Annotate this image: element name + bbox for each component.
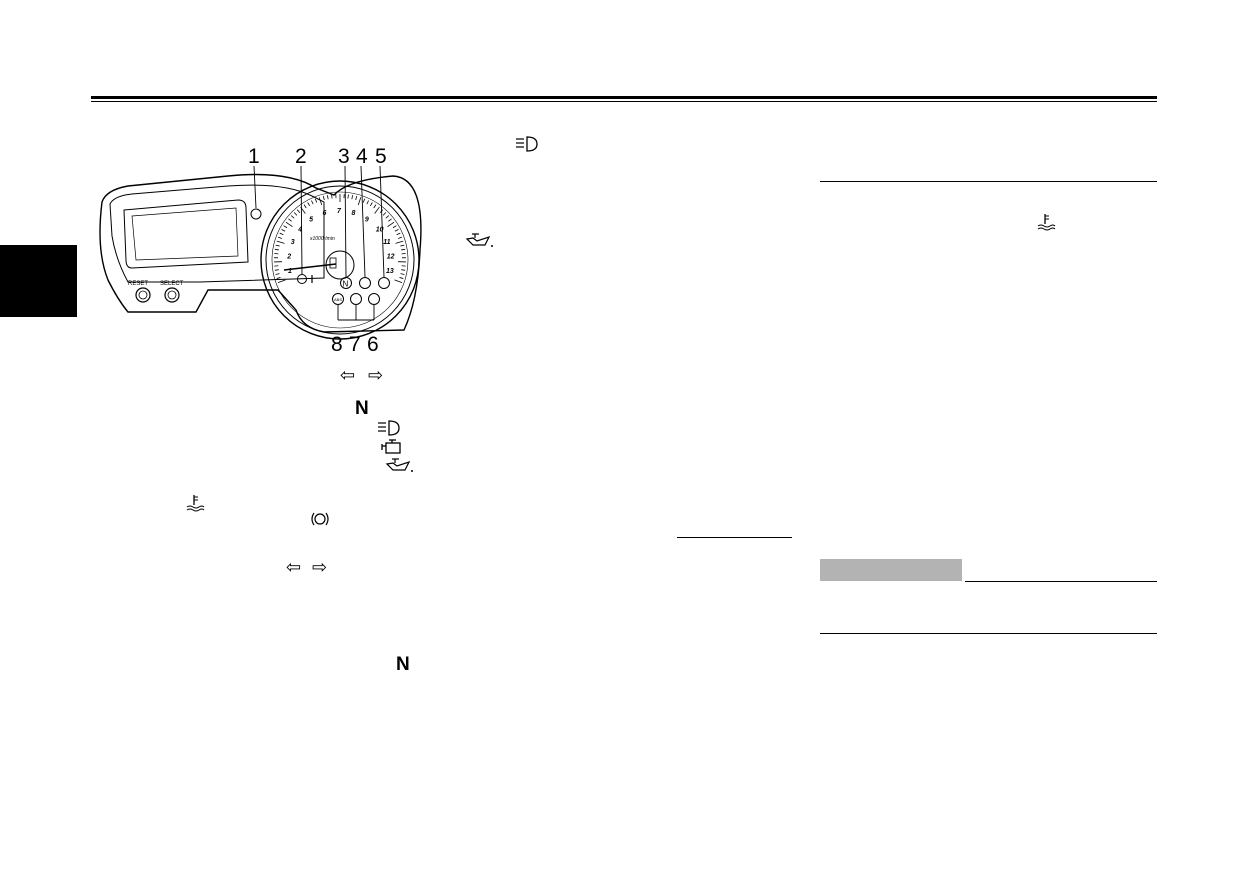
reset-button (135, 287, 151, 303)
callout-7: 7 (349, 333, 361, 356)
oil-pressure-icon-2 (465, 233, 493, 247)
tach-number: 8 (352, 210, 356, 217)
tach-number: 10 (376, 226, 384, 233)
callout-4: 4 (356, 145, 368, 168)
coolant-temp-icon-2 (1037, 214, 1056, 231)
high-beam-icon-2 (516, 136, 538, 152)
engine-lamp-icon (378, 277, 390, 289)
lamp-2-icon (297, 274, 307, 284)
callout-8: 8 (331, 333, 343, 356)
svg-text:ABS: ABS (334, 297, 342, 302)
button-area: RESET SELECT (128, 281, 184, 303)
right-rule-2 (965, 581, 1157, 582)
tach-number: 7 (337, 208, 342, 215)
callout-5: 5 (375, 145, 387, 168)
select-label: SELECT (160, 281, 184, 287)
oil-lamp-icon (368, 293, 380, 305)
brake-warning-icon (311, 512, 329, 526)
chapter-tab (0, 245, 77, 317)
tach-number: 11 (383, 239, 390, 246)
coolant-lamp-icon (350, 293, 362, 305)
turn-left-icon-2: ⇦ (286, 557, 302, 577)
callout-6: 6 (367, 333, 379, 356)
callout-3: 3 (338, 145, 350, 168)
neutral-icon: N (355, 398, 369, 419)
tach-number: 12 (387, 253, 395, 260)
select-button (164, 287, 180, 303)
oil-pressure-icon (385, 458, 413, 472)
header-rule-thin (91, 101, 1157, 102)
tach-number: 6 (322, 210, 326, 217)
high-beam-icon (378, 420, 400, 436)
middle-rule (677, 537, 792, 538)
reset-label: RESET (128, 281, 148, 287)
neutral-lamp-icon (340, 277, 352, 289)
callout-2: 2 (295, 145, 307, 168)
callout-1: 1 (248, 145, 260, 168)
right-rule-1 (820, 181, 1157, 182)
engine-check-icon (381, 439, 401, 454)
tach-number: 1 (288, 268, 292, 275)
tach-number: 3 (291, 239, 295, 246)
svg-text:N: N (343, 280, 349, 289)
turn-left-icon: ⇦ (340, 365, 356, 385)
tach-number: 5 (309, 216, 313, 223)
tach-number: 4 (297, 226, 302, 233)
turn-right-icon: ⇨ (368, 365, 384, 385)
tach-number: 9 (365, 216, 369, 223)
high-beam-lamp-icon (359, 277, 371, 289)
notice-label-box (820, 559, 962, 581)
header-rule-thick (91, 96, 1157, 99)
dial-unit-text: x1000r/min (309, 236, 335, 242)
neutral-icon-2: N (396, 654, 410, 675)
right-rule-3 (820, 633, 1157, 634)
coolant-temp-icon (186, 495, 205, 512)
abs-lamp-icon (332, 293, 344, 305)
turn-right-icon-2: ⇨ (312, 557, 328, 577)
lamp-1-icon (250, 208, 262, 220)
tach-number: 2 (286, 253, 291, 260)
tach-number: 13 (386, 268, 394, 275)
